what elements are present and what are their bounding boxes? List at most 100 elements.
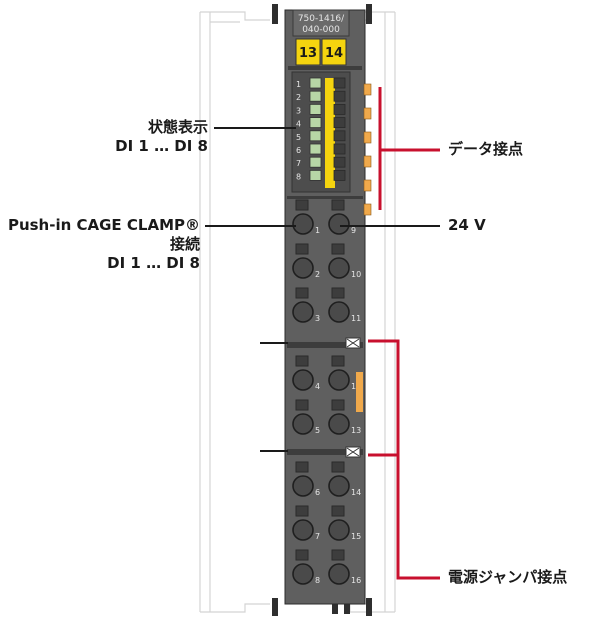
clamp-opening[interactable]	[292, 257, 314, 279]
status-led	[309, 104, 322, 115]
led-number: 6	[296, 146, 301, 155]
clamp-opening[interactable]	[292, 563, 314, 585]
status-leds-label: 状態表示 DI 1 … DI 8	[80, 118, 208, 156]
section-divider-2	[287, 446, 363, 458]
release-button[interactable]	[331, 355, 345, 367]
status-led	[309, 169, 322, 181]
marker-right-text: 14	[325, 46, 343, 61]
clamp-opening[interactable]	[328, 301, 350, 323]
din-rail-outline	[199, 11, 396, 613]
led-carrier-strip	[325, 78, 335, 188]
release-button[interactable]	[295, 243, 309, 255]
release-button[interactable]	[295, 355, 309, 367]
pushin-title: Push-in CAGE CLAMP®	[7, 216, 200, 234]
led-socket	[333, 156, 346, 168]
clamp-opening[interactable]	[328, 257, 350, 279]
data-contact	[363, 131, 372, 144]
release-button[interactable]	[295, 505, 309, 517]
release-button[interactable]	[331, 549, 345, 561]
led-socket	[333, 130, 346, 142]
terminal-number: 2	[315, 270, 320, 279]
led-socket	[333, 104, 346, 115]
clamp-opening[interactable]	[328, 413, 350, 435]
data-contact	[363, 179, 372, 192]
led-socket	[333, 117, 346, 128]
voltage-label: 24 V	[448, 216, 486, 234]
terminal-number: 7	[315, 532, 320, 541]
release-button[interactable]	[331, 399, 345, 411]
clamp-opening[interactable]	[292, 475, 314, 497]
marker-tag-right	[321, 38, 347, 66]
data-contacts	[363, 83, 372, 216]
marker-tag-left	[295, 38, 321, 66]
status-range: DI 1 … DI 8	[115, 137, 208, 155]
clamp-opening[interactable]	[292, 413, 314, 435]
clamp-opening[interactable]	[328, 475, 350, 497]
led-socket	[333, 169, 346, 181]
release-button[interactable]	[295, 287, 309, 299]
release-button[interactable]	[331, 243, 345, 255]
clamp-opening[interactable]	[292, 369, 314, 391]
terminal-number: 13	[351, 426, 361, 435]
led-number: 7	[296, 159, 301, 168]
release-button[interactable]	[331, 199, 345, 211]
power-jumper-label: 電源ジャンパ接点	[448, 568, 568, 586]
data-contact	[363, 155, 372, 168]
led-divider	[287, 196, 363, 199]
led-right-column	[333, 77, 346, 181]
status-led	[309, 77, 322, 89]
status-led	[309, 130, 322, 142]
led-number: 4	[296, 120, 301, 129]
led-socket	[333, 77, 346, 89]
terminal-number: 11	[351, 314, 361, 323]
terminal-number: 6	[315, 488, 320, 497]
marker-left-text: 13	[299, 46, 317, 61]
part-number-plate	[292, 9, 350, 37]
release-button[interactable]	[295, 199, 309, 211]
terminal-number: 3	[315, 314, 320, 323]
terminal-number: 5	[315, 426, 320, 435]
release-button[interactable]	[295, 399, 309, 411]
release-button[interactable]	[295, 461, 309, 473]
clamp-opening[interactable]	[328, 213, 350, 235]
release-button[interactable]	[331, 461, 345, 473]
marker-rail	[288, 66, 362, 70]
data-contact	[363, 83, 372, 96]
status-led	[309, 143, 322, 155]
led-number: 1	[296, 80, 301, 89]
power-jumper-indicator	[356, 372, 363, 412]
release-button[interactable]	[331, 505, 345, 517]
terminal-blocks: 19210311412513614715816	[292, 199, 361, 585]
clamp-opening[interactable]	[292, 213, 314, 235]
terminal-number: 1	[315, 226, 320, 235]
release-button[interactable]	[331, 287, 345, 299]
clamp-opening[interactable]	[328, 369, 350, 391]
status-led	[309, 90, 322, 102]
data-contact	[363, 107, 372, 120]
led-socket	[333, 90, 346, 102]
clamp-opening[interactable]	[328, 519, 350, 541]
release-button[interactable]	[295, 549, 309, 561]
clamp-opening[interactable]	[292, 519, 314, 541]
status-led	[309, 117, 322, 128]
terminal-number: 9	[351, 226, 356, 235]
callout-lines	[368, 87, 440, 580]
terminal-number: 10	[351, 270, 361, 279]
data-contact	[363, 203, 372, 216]
terminal-number: 4	[315, 382, 320, 391]
status-title: 状態表示	[147, 118, 208, 136]
section-divider-1	[287, 337, 363, 349]
terminal-number: 15	[351, 532, 361, 541]
pushin-sub: 接続	[169, 235, 200, 253]
clamp-opening[interactable]	[292, 301, 314, 323]
terminal-number: 8	[315, 576, 320, 585]
led-number: 5	[296, 133, 301, 142]
clamp-opening[interactable]	[328, 563, 350, 585]
data-contacts-label: データ接点	[448, 140, 524, 158]
led-socket	[333, 143, 346, 155]
part-number-line2: 040-000	[302, 25, 340, 35]
pushin-label: Push-in CAGE CLAMP® 接続 DI 1 … DI 8	[0, 216, 200, 273]
terminal-number: 16	[351, 576, 361, 585]
